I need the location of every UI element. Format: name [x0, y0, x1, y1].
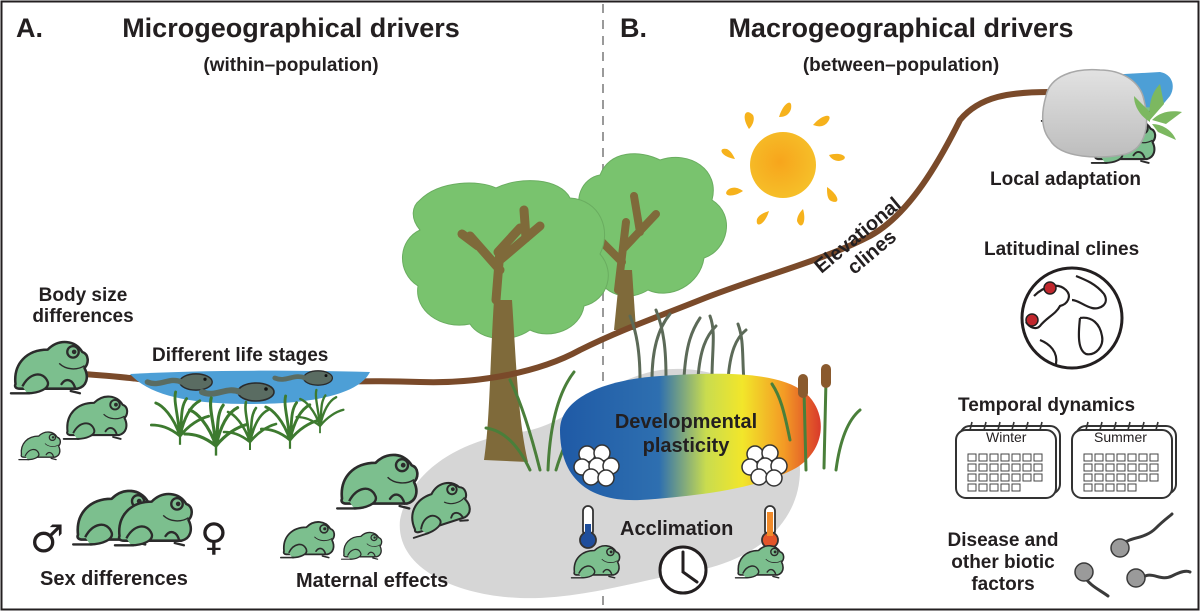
thermometer-cold-icon — [579, 505, 597, 549]
label-developmental-plasticity: Developmental plasticity — [614, 411, 758, 457]
label-disease: Disease and other biotic factors — [947, 530, 1059, 595]
panel-a-title: Microgeographical drivers — [122, 13, 460, 43]
label-acclimation: Acclimation — [620, 518, 734, 540]
label-summer: Summer — [1094, 429, 1147, 445]
fern-icon — [1134, 84, 1182, 140]
label-temporal-dynamics: Temporal dynamics — [958, 395, 1136, 416]
label-sex-differences: Sex differences — [40, 568, 188, 590]
pathogen-icon — [1074, 512, 1192, 598]
label-maternal-effects: Maternal effects — [296, 570, 449, 592]
clock-icon — [658, 545, 708, 595]
label-life-stages: Different life stages — [152, 345, 329, 366]
tree-icon — [402, 153, 727, 462]
male-symbol: ♂ — [30, 517, 65, 561]
panel-a-letter: A. — [16, 13, 43, 43]
label-latitudinal-clines: Latitudinal clines — [984, 239, 1140, 260]
female-symbol: ♀ — [200, 515, 228, 559]
panel-b-subtitle: (between–population) — [802, 55, 1000, 76]
label-winter: Winter — [986, 429, 1027, 445]
label-body-size: Body size differences — [32, 285, 134, 327]
sun-icon — [721, 102, 845, 226]
panel-b-title: Macrogeographical drivers — [728, 13, 1074, 43]
panel-a-subtitle: (within–population) — [203, 55, 379, 76]
grass-icon — [484, 370, 602, 472]
globe-icon — [1020, 266, 1124, 370]
label-local-adaptation: Local adaptation — [990, 169, 1141, 190]
panel-b-letter: B. — [620, 13, 647, 43]
grass-icon — [628, 308, 748, 384]
cattail-icon — [770, 364, 862, 472]
thermometer-hot-icon — [761, 505, 779, 549]
